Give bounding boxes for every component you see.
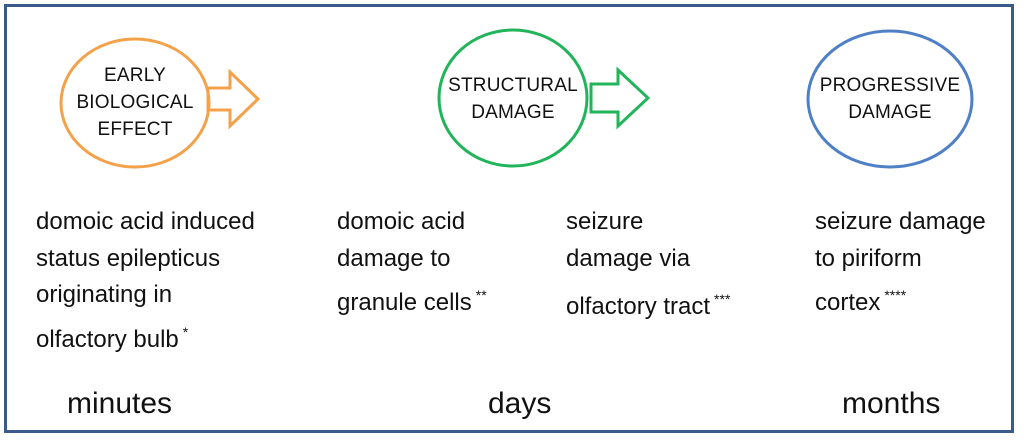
diagram-frame [4, 4, 1014, 433]
footnote-marker: * [182, 323, 189, 340]
description-line: olfactory tract*** [566, 281, 730, 326]
footnote-marker: *** [714, 291, 731, 307]
footnote-marker: ** [475, 287, 487, 303]
early-stage-arrow [206, 68, 261, 130]
description-line: to piriform [815, 244, 922, 272]
description-line: originating in [36, 281, 173, 308]
description-line: seizure [566, 208, 644, 235]
progressive-stage-circle [806, 29, 974, 169]
timescale-days: days [488, 387, 552, 420]
description-line: damage to [337, 244, 451, 272]
description-line-text: olfactory bulb [36, 325, 179, 353]
footnote-marker: **** [884, 287, 907, 303]
progressive-stage-label-line: DAMAGE [848, 102, 932, 123]
structural-stage-label-line: DAMAGE [471, 102, 555, 123]
timescale-months: months [842, 387, 941, 420]
description-early-effect: domoic acid induced status epilepticus o… [36, 204, 255, 358]
early-stage-label: EARLY BIOLOGICAL EFFECT [68, 62, 202, 143]
description-line-text: cortex [815, 289, 881, 316]
description-line-text: olfactory tract [566, 293, 711, 320]
early-stage-label-line: BIOLOGICAL [76, 92, 194, 113]
timescale-minutes: minutes [67, 387, 173, 420]
description-line: seizure damage [815, 208, 986, 235]
progressive-stage-label-line: PROGRESSIVE [819, 75, 961, 96]
description-granule-cells: domoic acid damage to granule cells** [337, 204, 487, 322]
description-line: domoic acid induced [36, 208, 255, 235]
description-line: cortex**** [815, 277, 986, 322]
description-line-text: granule cells [337, 289, 472, 316]
description-olfactory-tract: seizure damage via olfactory tract*** [566, 204, 730, 326]
structural-stage-label-line: STRUCTURAL [448, 75, 578, 96]
early-stage-label-line: EARLY [104, 65, 166, 86]
description-line: damage via [566, 244, 691, 272]
description-line: status epilepticus [36, 244, 221, 272]
description-piriform-cortex: seizure damage to piriform cortex**** [815, 204, 986, 322]
description-line: domoic acid [337, 208, 466, 235]
description-line: olfactory bulb* [36, 314, 255, 359]
description-line: granule cells** [337, 277, 487, 322]
early-stage-label-line: EFFECT [97, 119, 173, 140]
structural-stage-label: STRUCTURAL DAMAGE [439, 72, 587, 126]
structural-stage-circle [437, 28, 589, 168]
progressive-stage-label: PROGRESSIVE DAMAGE [813, 72, 967, 126]
structural-stage-arrow [589, 66, 651, 130]
